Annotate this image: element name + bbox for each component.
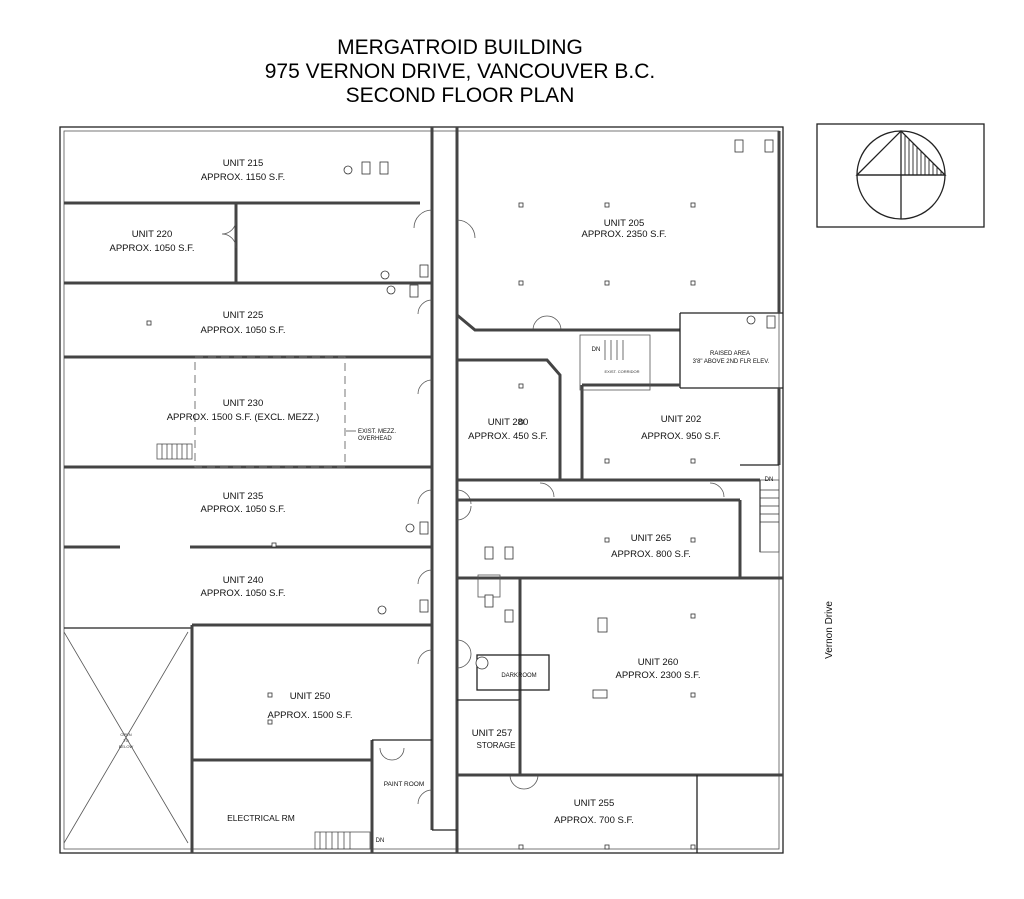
west-unit-walls: [64, 201, 432, 853]
north-arrow-icon: [816, 123, 985, 228]
room-labels: ELECTRICAL RM PAINT ROOM DARKROOM RAISED…: [227, 347, 773, 844]
unit-280-area: APPROX. 450 S.F.: [468, 431, 548, 442]
unit-255-name: UNIT 255: [574, 798, 614, 809]
svg-text:BELOW: BELOW: [119, 744, 134, 749]
raised-area-label: RAISED AREA: [710, 351, 750, 357]
unit-225-area: APPROX. 1050 S.F.: [200, 325, 285, 336]
unit-230-name: UNIT 230: [223, 398, 263, 409]
unit-265-name: UNIT 265: [631, 533, 671, 544]
unit-260-name: UNIT 260: [638, 657, 678, 668]
stair-dn-label-east: DN: [765, 477, 774, 483]
unit-202-area: APPROX. 950 S.F.: [641, 431, 721, 442]
plan-title-floor: SECOND FLOOR PLAN: [345, 84, 575, 107]
unit-220-name: UNIT 220: [132, 229, 172, 240]
svg-text:TO: TO: [123, 738, 128, 743]
street-label: Vernon Drive: [824, 601, 835, 659]
unit-240-area: APPROX. 1050 S.F.: [200, 588, 285, 599]
unit-240-name: UNIT 240: [223, 575, 263, 586]
unit-260-area: APPROX. 2300 S.F.: [615, 670, 700, 681]
svg-text:OPEN: OPEN: [120, 732, 131, 737]
unit-205-area: APPROX. 2350 S.F.: [581, 229, 666, 240]
unit-255-area: APPROX. 700 S.F.: [554, 815, 634, 826]
open-to-below-area: OPEN TO BELOW: [63, 631, 189, 844]
corridor-walls: [430, 127, 459, 853]
stair-dn-label: DN: [592, 347, 601, 353]
unit-202-name: UNIT 202: [661, 414, 701, 425]
unit-220-area: APPROX. 1050 S.F.: [109, 243, 194, 254]
unit-280-name: UNIT 280: [488, 417, 528, 428]
stairs-icon: [161, 340, 779, 849]
darkroom-label: DARKROOM: [501, 673, 536, 679]
unit-235-name: UNIT 235: [223, 491, 263, 502]
unit-225-name: UNIT 225: [223, 310, 263, 321]
unit-250-area: APPROX. 1500 S.F.: [267, 710, 352, 721]
building-outline: [59, 126, 784, 854]
raised-area-elevation: 3'8" ABOVE 2ND FLR ELEV.: [693, 359, 770, 365]
unit-265-area: APPROX. 800 S.F.: [611, 549, 691, 560]
mezz-label: EXIST. MEZZ.: [358, 429, 396, 435]
unit-215-area: APPROX. 1150 S.F.: [201, 172, 285, 183]
paint-room-label: PAINT ROOM: [384, 781, 425, 788]
unit-205-name: UNIT 205: [604, 218, 644, 229]
east-unit-walls: [156, 131, 783, 853]
electrical-room-label: ELECTRICAL RM: [227, 813, 295, 823]
doors: [221, 209, 725, 805]
unit-215-name: UNIT 215: [223, 158, 263, 169]
unit-235-area: APPROX. 1050 S.F.: [200, 504, 285, 515]
plan-title-address: 975 VERNON DRIVE, VANCOUVER B.C.: [264, 60, 656, 83]
unit-257-area: STORAGE: [477, 741, 516, 750]
plan-title-building: MERGATROID BUILDING: [337, 36, 583, 59]
unit-labels: UNIT 215 APPROX. 1150 S.F. UNIT 220 APPR…: [109, 158, 720, 826]
unit-257-name: UNIT 257: [472, 728, 512, 739]
corridor-label: EXIST. CORRIDOR: [604, 369, 639, 374]
stair-dn-label-south: DN: [376, 838, 385, 844]
toilet-icons: [343, 139, 776, 670]
unit-250-name: UNIT 250: [290, 691, 330, 702]
unit-230-area: APPROX. 1500 S.F. (EXCL. MEZZ.): [167, 412, 320, 423]
mezz-overhead-label: OVERHEAD: [358, 436, 392, 442]
column-markers: [146, 202, 696, 850]
